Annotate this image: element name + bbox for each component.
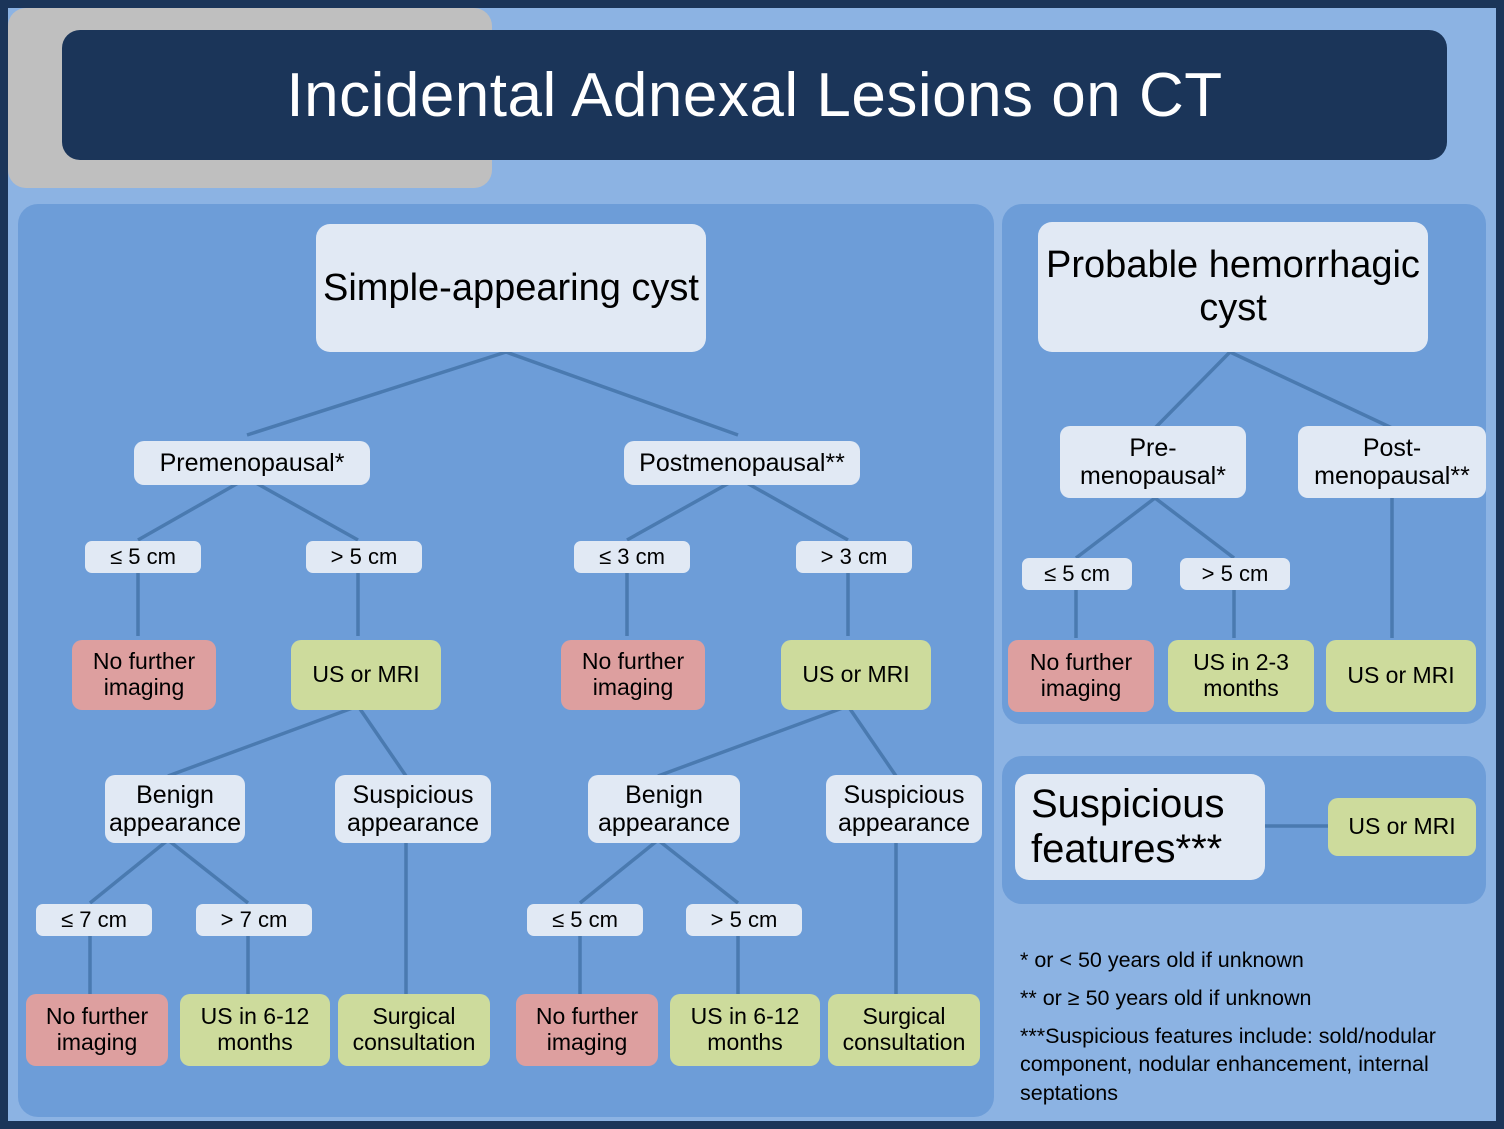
node-probable-hemorrhagic-cyst[interactable]: Probable hemorrhagic cyst [1038,222,1428,352]
node-pre-benign-appearance[interactable]: Benign appearance [105,775,245,843]
page-title-bar: Incidental Adnexal Lesions on CT [62,30,1447,160]
size-label-post-le3[interactable]: ≤ 3 cm [574,541,690,573]
node-post-suspicious-appearance[interactable]: Suspicious appearance [826,775,982,843]
size-label-pre-le5[interactable]: ≤ 5 cm [85,541,201,573]
node-postmenopausal[interactable]: Postmenopausal** [624,441,860,485]
footnote-double-asterisk: ** or ≥ 50 years old if unknown [1020,985,1312,1010]
outcome-pre-us-or-mri[interactable]: US or MRI [291,640,441,710]
diagram-canvas: Incidental Adnexal Lesions on CT [8,8,1496,1121]
size-label-post-benign-le5[interactable]: ≤ 5 cm [527,904,643,936]
page-title: Incidental Adnexal Lesions on CT [286,60,1223,130]
leaf-post-surgical-consultation[interactable]: Surgical consultation [828,994,980,1066]
leaf-hem-no-further-imaging[interactable]: No further imaging [1008,640,1154,712]
outcome-post-no-further-imaging[interactable]: No further imaging [561,640,705,710]
node-premenopausal[interactable]: Premenopausal* [134,441,370,485]
node-pre-suspicious-appearance[interactable]: Suspicious appearance [335,775,491,843]
leaf-pre-surgical-consultation[interactable]: Surgical consultation [338,994,490,1066]
size-label-pre-benign-le7[interactable]: ≤ 7 cm [36,904,152,936]
leaf-hem-us-2-3-months[interactable]: US in 2-3 months [1168,640,1314,712]
footnote-single-asterisk: * or < 50 years old if unknown [1020,948,1304,972]
node-post-benign-appearance[interactable]: Benign appearance [588,775,740,843]
outcome-pre-no-further-imaging[interactable]: No further imaging [72,640,216,710]
size-label-post-gt3[interactable]: > 3 cm [796,541,912,573]
leaf-post-no-further-imaging[interactable]: No further imaging [516,994,658,1066]
size-label-pre-benign-gt7[interactable]: > 7 cm [196,904,312,936]
size-label-hem-gt5[interactable]: > 5 cm [1180,558,1290,590]
node-suspicious-features[interactable]: Suspicious features*** [1015,774,1265,880]
size-label-hem-le5[interactable]: ≤ 5 cm [1022,558,1132,590]
size-label-pre-gt5[interactable]: > 5 cm [306,541,422,573]
leaf-hem-us-or-mri[interactable]: US or MRI [1326,640,1476,712]
node-simple-appearing-cyst[interactable]: Simple-appearing cyst [316,224,706,352]
footnote-triple-asterisk: ***Suspicious features include: sold/nod… [1020,1023,1436,1106]
outcome-post-us-or-mri[interactable]: US or MRI [781,640,931,710]
leaf-pre-no-further-imaging[interactable]: No further imaging [26,994,168,1066]
leaf-post-us-6-12-months[interactable]: US in 6-12 months [670,994,820,1066]
node-hem-premenopausal[interactable]: Pre-menopausal* [1060,426,1246,498]
leaf-pre-us-6-12-months[interactable]: US in 6-12 months [180,994,330,1066]
footnotes-text: * or < 50 years old if unknown ** or ≥ 5… [1020,946,1472,1108]
node-hem-postmenopausal[interactable]: Post-menopausal** [1298,426,1486,498]
size-label-post-benign-gt5[interactable]: > 5 cm [686,904,802,936]
node-suspicious-us-or-mri[interactable]: US or MRI [1328,798,1476,856]
